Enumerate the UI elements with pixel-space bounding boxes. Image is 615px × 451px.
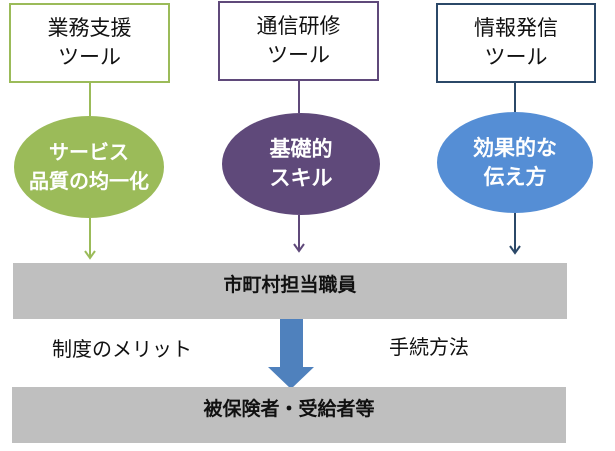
- outcome-line: 基礎的: [269, 137, 333, 161]
- tool-box-subtitle: ツール: [58, 45, 121, 69]
- outcome-ellipse-service-quality: サービス 品質の均一化: [14, 116, 164, 218]
- outcome-line: スキル: [269, 166, 333, 190]
- procedure-label: 手続方法: [389, 335, 469, 359]
- benefit-label: 制度のメリット: [52, 337, 192, 361]
- staff-bar-label: 市町村担当職員: [223, 274, 357, 296]
- tool-box-title: 情報発信: [474, 16, 558, 40]
- tool-box-subtitle: ツール: [484, 45, 548, 69]
- down-arrow-icon: [268, 319, 314, 389]
- outcome-ellipse-effective-communication: 効果的な 伝え方: [437, 112, 593, 213]
- recipient-bar: 被保険者・受給者等: [12, 387, 566, 443]
- recipient-bar-label: 被保険者・受給者等: [203, 398, 375, 420]
- arrowhead-1: [84, 250, 96, 260]
- tool-box-subtitle: ツール: [267, 43, 330, 67]
- tool-box-title: 通信研修: [256, 14, 341, 38]
- tool-box-information: 情報発信 ツール: [436, 3, 596, 83]
- staff-bar: 市町村担当職員: [13, 263, 567, 319]
- tool-box-title: 業務支援: [47, 16, 132, 40]
- outcome-line: 伝え方: [483, 164, 547, 189]
- arrowhead-3: [509, 245, 521, 255]
- outcome-line: 効果的な: [473, 135, 557, 160]
- outcome-line: 品質の均一化: [29, 169, 149, 193]
- tool-box-business-support: 業務支援 ツール: [9, 3, 170, 83]
- arrowhead-2: [293, 243, 305, 253]
- tool-box-training: 通信研修 ツール: [218, 1, 379, 81]
- outcome-line: サービス: [49, 140, 129, 164]
- outcome-ellipse-basic-skills: 基礎的 スキル: [222, 113, 380, 215]
